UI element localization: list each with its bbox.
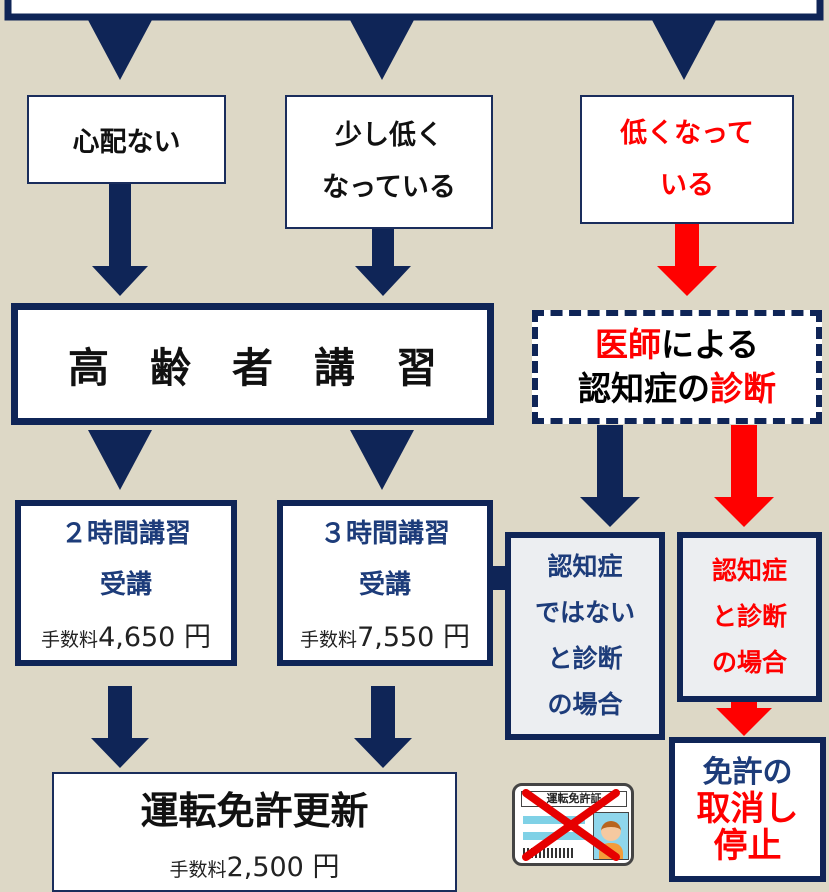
arrow-course3-to-renewal: [354, 686, 412, 768]
arrow-doctor-to-dementia: [714, 425, 774, 527]
course-3h-fee-value: 7,550 円: [357, 621, 470, 653]
level-no-concern-label: 心配ない: [72, 127, 181, 158]
red-cross-mark: [522, 789, 620, 861]
level-slightly-low-box: 少し低く なっている: [285, 95, 493, 229]
arrow-right-to-doctor: [657, 224, 717, 296]
level-slightly-low-line1: 少し低く: [335, 120, 443, 151]
dementia-line3: の場合: [711, 648, 787, 677]
license-renewal-fee: 手数料2,500 円: [170, 845, 340, 884]
course-2h-fee-label: 手数料: [41, 628, 99, 651]
arrow-doctor-to-not-dementia: [580, 425, 640, 527]
revoke-line2: 取消し: [696, 789, 799, 829]
not-dementia-line4: の場合: [547, 690, 623, 719]
arrow-course2-to-renewal: [91, 686, 149, 768]
level-low-line1: 低くなって: [620, 117, 754, 149]
not-dementia-line3: と診断: [547, 644, 623, 673]
dementia-of-word: 認知症の: [578, 369, 710, 408]
revoke-line1: 免許の: [702, 755, 793, 790]
license-renewal-fee-label: 手数料: [169, 859, 227, 881]
level-low-line2: いる: [660, 169, 714, 201]
level-slightly-low-line2: なっている: [322, 172, 456, 203]
revoke-line3: 停止: [713, 826, 782, 866]
course-3h-fee-label: 手数料: [300, 628, 358, 651]
dementia-line1: 認知症: [711, 556, 787, 585]
level-no-concern-box: 心配ない: [27, 95, 226, 184]
course-3h-fee: 手数料7,550 円: [300, 615, 470, 654]
diagnosis-word: 診断: [710, 369, 776, 408]
course-2h-sub: 受講: [99, 569, 152, 600]
course-3h-box: ３時間講習 受講 手数料7,550 円: [277, 500, 493, 666]
top-box-edge: [4, 0, 824, 21]
doctor-diagnosis-box: 医師による 認知症の診断: [532, 310, 822, 424]
arrow-middle-to-lecture: [355, 229, 411, 296]
license-renewal-box: 運転免許更新 手数料2,500 円: [52, 772, 457, 892]
course-2h-title: ２時間講習: [60, 518, 191, 549]
triangle-lecture-left: [88, 430, 152, 490]
license-card-barcode: [523, 848, 573, 858]
not-dementia-box: 認知症 ではない と診断 の場合: [505, 532, 665, 740]
by-word: による: [660, 325, 759, 364]
doctor-word: 医師: [594, 325, 661, 364]
not-dementia-line2: ではない: [534, 598, 635, 627]
arrow-dementia-to-revoke: [716, 700, 772, 736]
course-2h-fee-value: 4,650 円: [98, 621, 211, 653]
elderly-lecture-title: 高 齢 者 講 習: [68, 344, 437, 392]
not-dementia-line1: 認知症: [547, 552, 623, 581]
license-card-stripe: [523, 816, 585, 824]
license-renewal-title: 運転免許更新: [140, 789, 369, 833]
license-revoke-box: 免許の 取消し 停止: [669, 737, 826, 882]
triangle-middle: [350, 20, 414, 80]
arrow-left-to-lecture: [92, 184, 148, 296]
doctor-diagnosis-line1: 医師による: [595, 323, 759, 367]
level-low-box: 低くなって いる: [580, 95, 794, 224]
course-2h-box: ２時間講習 受講 手数料4,650 円: [15, 500, 237, 666]
dementia-box: 認知症 と診断 の場合: [677, 532, 822, 702]
doctor-diagnosis-line2: 認知症の診断: [578, 367, 776, 411]
license-card-crossed-icon: 運転免許証: [512, 783, 634, 866]
elderly-lecture-box: 高 齢 者 講 習: [11, 303, 494, 425]
course-2h-fee: 手数料4,650 円: [41, 615, 211, 654]
course-3h-sub: 受講: [358, 569, 411, 600]
course-3h-title: ３時間講習: [319, 518, 450, 549]
triangle-right: [652, 20, 716, 80]
license-renewal-fee-value: 2,500 円: [226, 852, 340, 883]
triangle-left: [88, 20, 152, 80]
triangle-lecture-right: [350, 430, 414, 490]
dementia-line2: と診断: [711, 602, 787, 631]
